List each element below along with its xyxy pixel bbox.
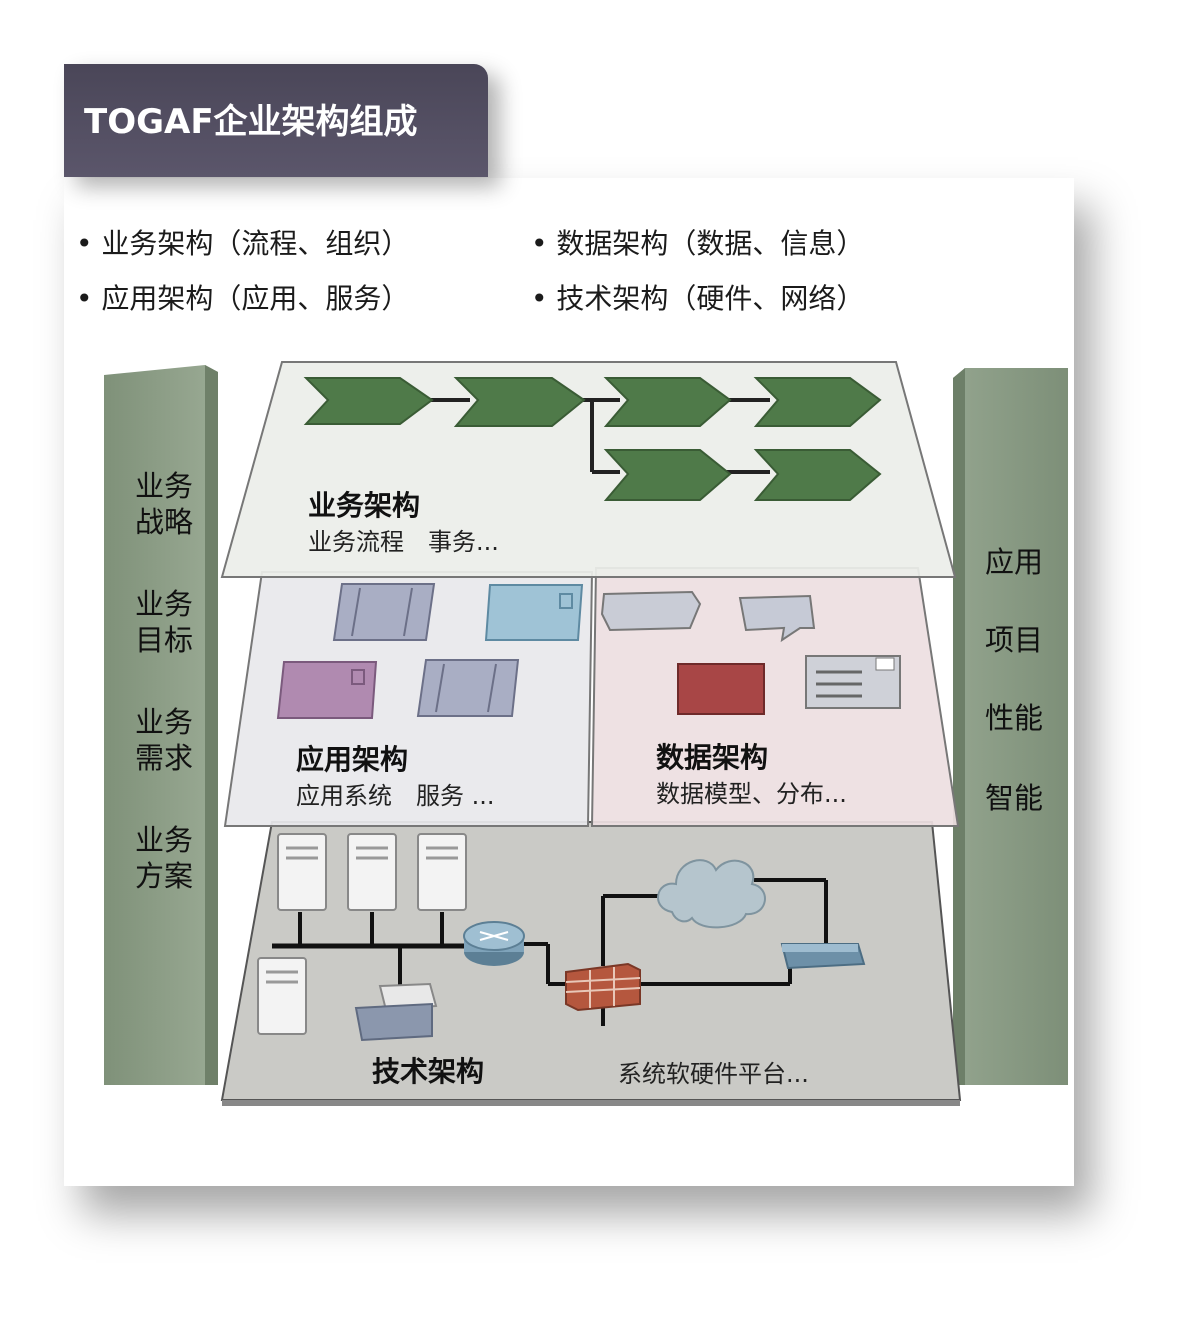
technology-layer-title: 技术架构 bbox=[372, 1055, 485, 1088]
printer-icon bbox=[354, 982, 438, 1042]
process-step-5 bbox=[603, 449, 732, 501]
application-icons bbox=[276, 583, 584, 719]
right-pillar-item-application: 应用 bbox=[984, 545, 1043, 579]
data-layer-subtitle: 数据模型、分布... bbox=[656, 780, 847, 808]
cloud-icon bbox=[657, 859, 766, 929]
application-layer-subtitle: 应用系统 服务 ... bbox=[296, 782, 495, 810]
process-step-1 bbox=[303, 377, 434, 425]
left-pillar-item-requirements: 业务 需求 bbox=[124, 704, 204, 776]
page-title: TOGAF企业架构组成 bbox=[84, 102, 418, 142]
process-step-6 bbox=[753, 449, 882, 501]
technology-icons bbox=[257, 833, 866, 1042]
server-icon bbox=[257, 833, 467, 1035]
left-pillar-item-strategy: 业务 战略 bbox=[124, 468, 204, 540]
bullet-data: 数据架构（数据、信息） bbox=[531, 222, 864, 262]
router-icon bbox=[463, 921, 525, 966]
business-layer-title: 业务架构 bbox=[308, 489, 421, 522]
firewall-icon bbox=[565, 962, 641, 1012]
left-pillar-line: 战略 bbox=[134, 505, 193, 539]
app-interface-icon bbox=[416, 659, 520, 717]
business-layer-subtitle: 业务流程 事务... bbox=[308, 528, 499, 556]
document-icon bbox=[738, 594, 816, 643]
left-pillar-line: 业务 bbox=[134, 705, 193, 739]
left-pillar-line: 业务 bbox=[134, 587, 193, 621]
bullet-technology: 技术架构（硬件、网络） bbox=[531, 277, 864, 317]
left-pillar-line: 业务 bbox=[134, 823, 193, 857]
process-flow bbox=[303, 377, 882, 501]
left-pillar-item-goals: 业务 目标 bbox=[124, 586, 204, 658]
bullet-business: 业务架构（流程、组织） bbox=[76, 222, 409, 262]
data-layer-title: 数据架构 bbox=[656, 741, 769, 774]
left-pillar-line: 需求 bbox=[134, 741, 193, 775]
left-pillar-line: 目标 bbox=[134, 623, 193, 657]
left-pillar-line: 方案 bbox=[134, 859, 193, 893]
data-entity-icon bbox=[677, 663, 765, 715]
technology-layer-subtitle: 系统软硬件平台... bbox=[618, 1060, 809, 1088]
right-pillar-item-performance: 性能 bbox=[984, 701, 1043, 735]
process-step-3 bbox=[603, 377, 732, 427]
data-icons bbox=[600, 590, 901, 715]
left-pillar bbox=[104, 365, 218, 1085]
bullet-application: 应用架构（应用、服务） bbox=[76, 277, 409, 317]
app-component-icon bbox=[276, 661, 378, 719]
left-pillar-item-solutions: 业务 方案 bbox=[124, 822, 204, 894]
app-module-icon bbox=[332, 583, 436, 641]
database-icon bbox=[600, 590, 702, 632]
right-pillar bbox=[953, 368, 1068, 1085]
switch-icon bbox=[780, 943, 866, 970]
process-step-4 bbox=[753, 377, 882, 427]
left-pillar-line: 业务 bbox=[134, 469, 193, 503]
app-service-icon bbox=[484, 584, 584, 641]
right-pillar-item-intelligence: 智能 bbox=[984, 781, 1043, 815]
application-layer-title: 应用架构 bbox=[296, 743, 409, 776]
data-report-icon bbox=[805, 655, 901, 709]
title-tab bbox=[64, 64, 488, 177]
right-pillar-item-project: 项目 bbox=[984, 623, 1043, 657]
process-step-2 bbox=[453, 377, 586, 427]
